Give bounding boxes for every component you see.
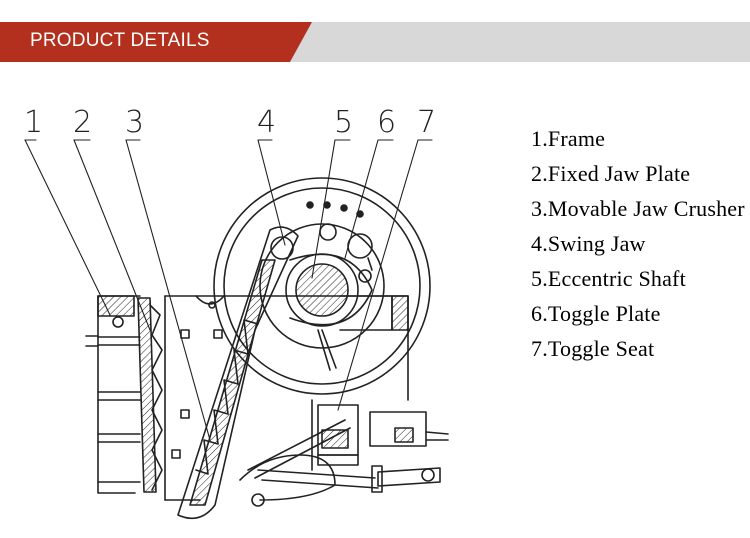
callout-5: 5 — [334, 105, 353, 140]
callout-2: 2 — [73, 105, 92, 140]
callout-3: 3 — [125, 105, 144, 140]
callout-numbers: 1 2 3 4 5 6 7 — [24, 105, 436, 140]
legend-item-swing-jaw: 4.Swing Jaw — [531, 231, 646, 256]
legend-item-eccentric-shaft: 5.Eccentric Shaft — [531, 266, 686, 291]
legend-item-frame: 1.Frame — [531, 126, 606, 151]
callout-7: 7 — [417, 105, 436, 140]
callout-1: 1 — [24, 105, 43, 140]
toggle-seat — [311, 399, 449, 493]
eccentric-shaft — [285, 253, 373, 327]
callout-4: 4 — [257, 105, 276, 140]
leader-lines — [24, 139, 433, 441]
legend-item-toggle-plate: 6.Toggle Plate — [531, 301, 661, 326]
legend-item-movable-jaw-crusher: 3.Movable Jaw Crusher — [531, 196, 745, 221]
callout-6: 6 — [377, 105, 396, 140]
page-title: PRODUCT DETAILS — [30, 30, 210, 51]
flywheel — [213, 177, 431, 395]
banner-shape — [0, 22, 750, 62]
fixed-jaw-plate — [137, 297, 163, 493]
frame — [85, 295, 409, 501]
header-banner: PRODUCT DETAILS — [0, 22, 750, 62]
legend-item-toggle-seat: 7.Toggle Seat — [531, 336, 655, 361]
swing-jaw — [177, 226, 299, 520]
legend-item-fixed-jaw-plate: 2.Fixed Jaw Plate — [531, 161, 691, 186]
parts-legend: 1.Frame 2.Fixed Jaw Plate 3.Movable Jaw … — [531, 121, 746, 366]
